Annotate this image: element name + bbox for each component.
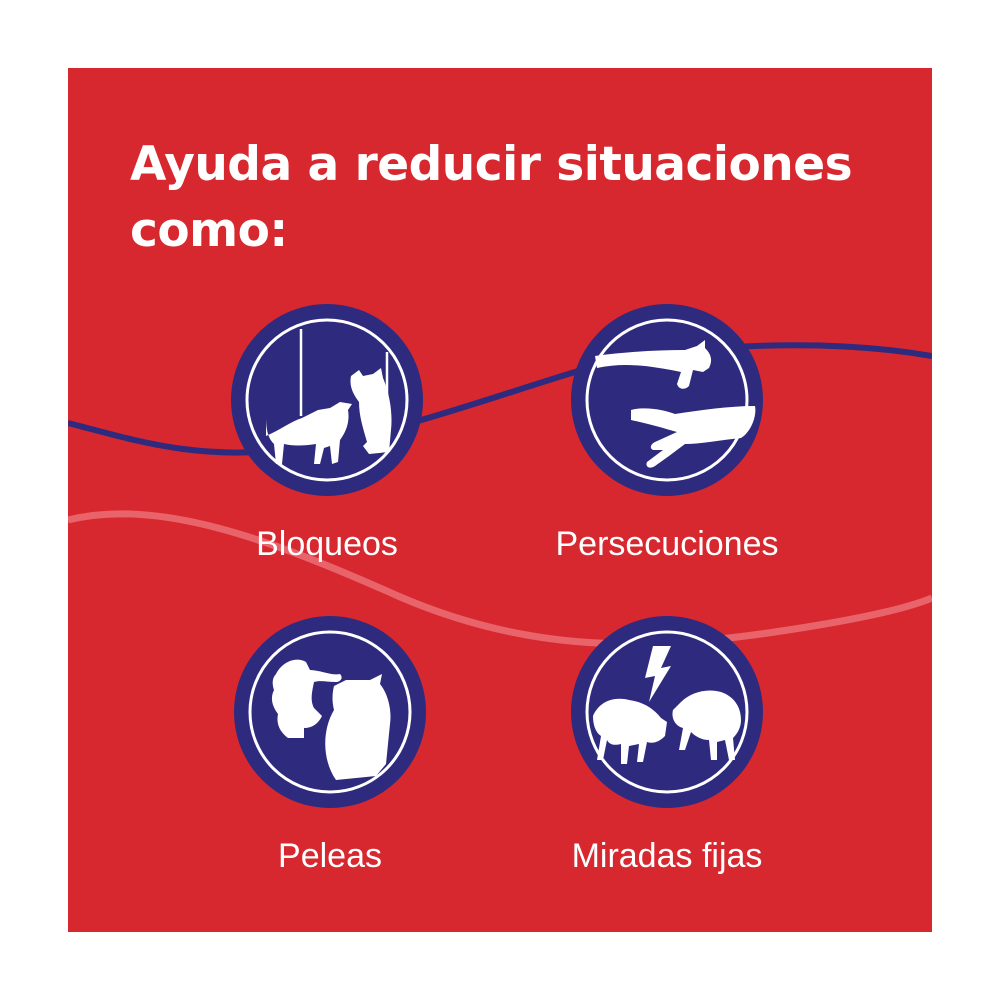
situation-label: Bloqueos bbox=[256, 525, 398, 563]
badge-bloqueos bbox=[231, 304, 423, 496]
badge-peleas bbox=[234, 616, 426, 808]
situation-label: Miradas fijas bbox=[571, 837, 763, 875]
cats-staring-icon bbox=[571, 616, 763, 808]
badge-miradas-fijas bbox=[571, 616, 763, 808]
situation-label: Peleas bbox=[278, 837, 382, 875]
promo-panel: Ayuda a reducir situaciones como: Bloque… bbox=[68, 68, 932, 932]
cats-fighting-icon bbox=[234, 616, 426, 808]
headline: Ayuda a reducir situaciones como: bbox=[130, 137, 853, 258]
decorative-waves bbox=[68, 342, 932, 648]
cats-blocking-icon bbox=[231, 304, 423, 496]
badge-persecuciones bbox=[571, 304, 763, 496]
situation-label: Persecuciones bbox=[555, 525, 779, 563]
cats-chasing-icon bbox=[571, 304, 763, 496]
